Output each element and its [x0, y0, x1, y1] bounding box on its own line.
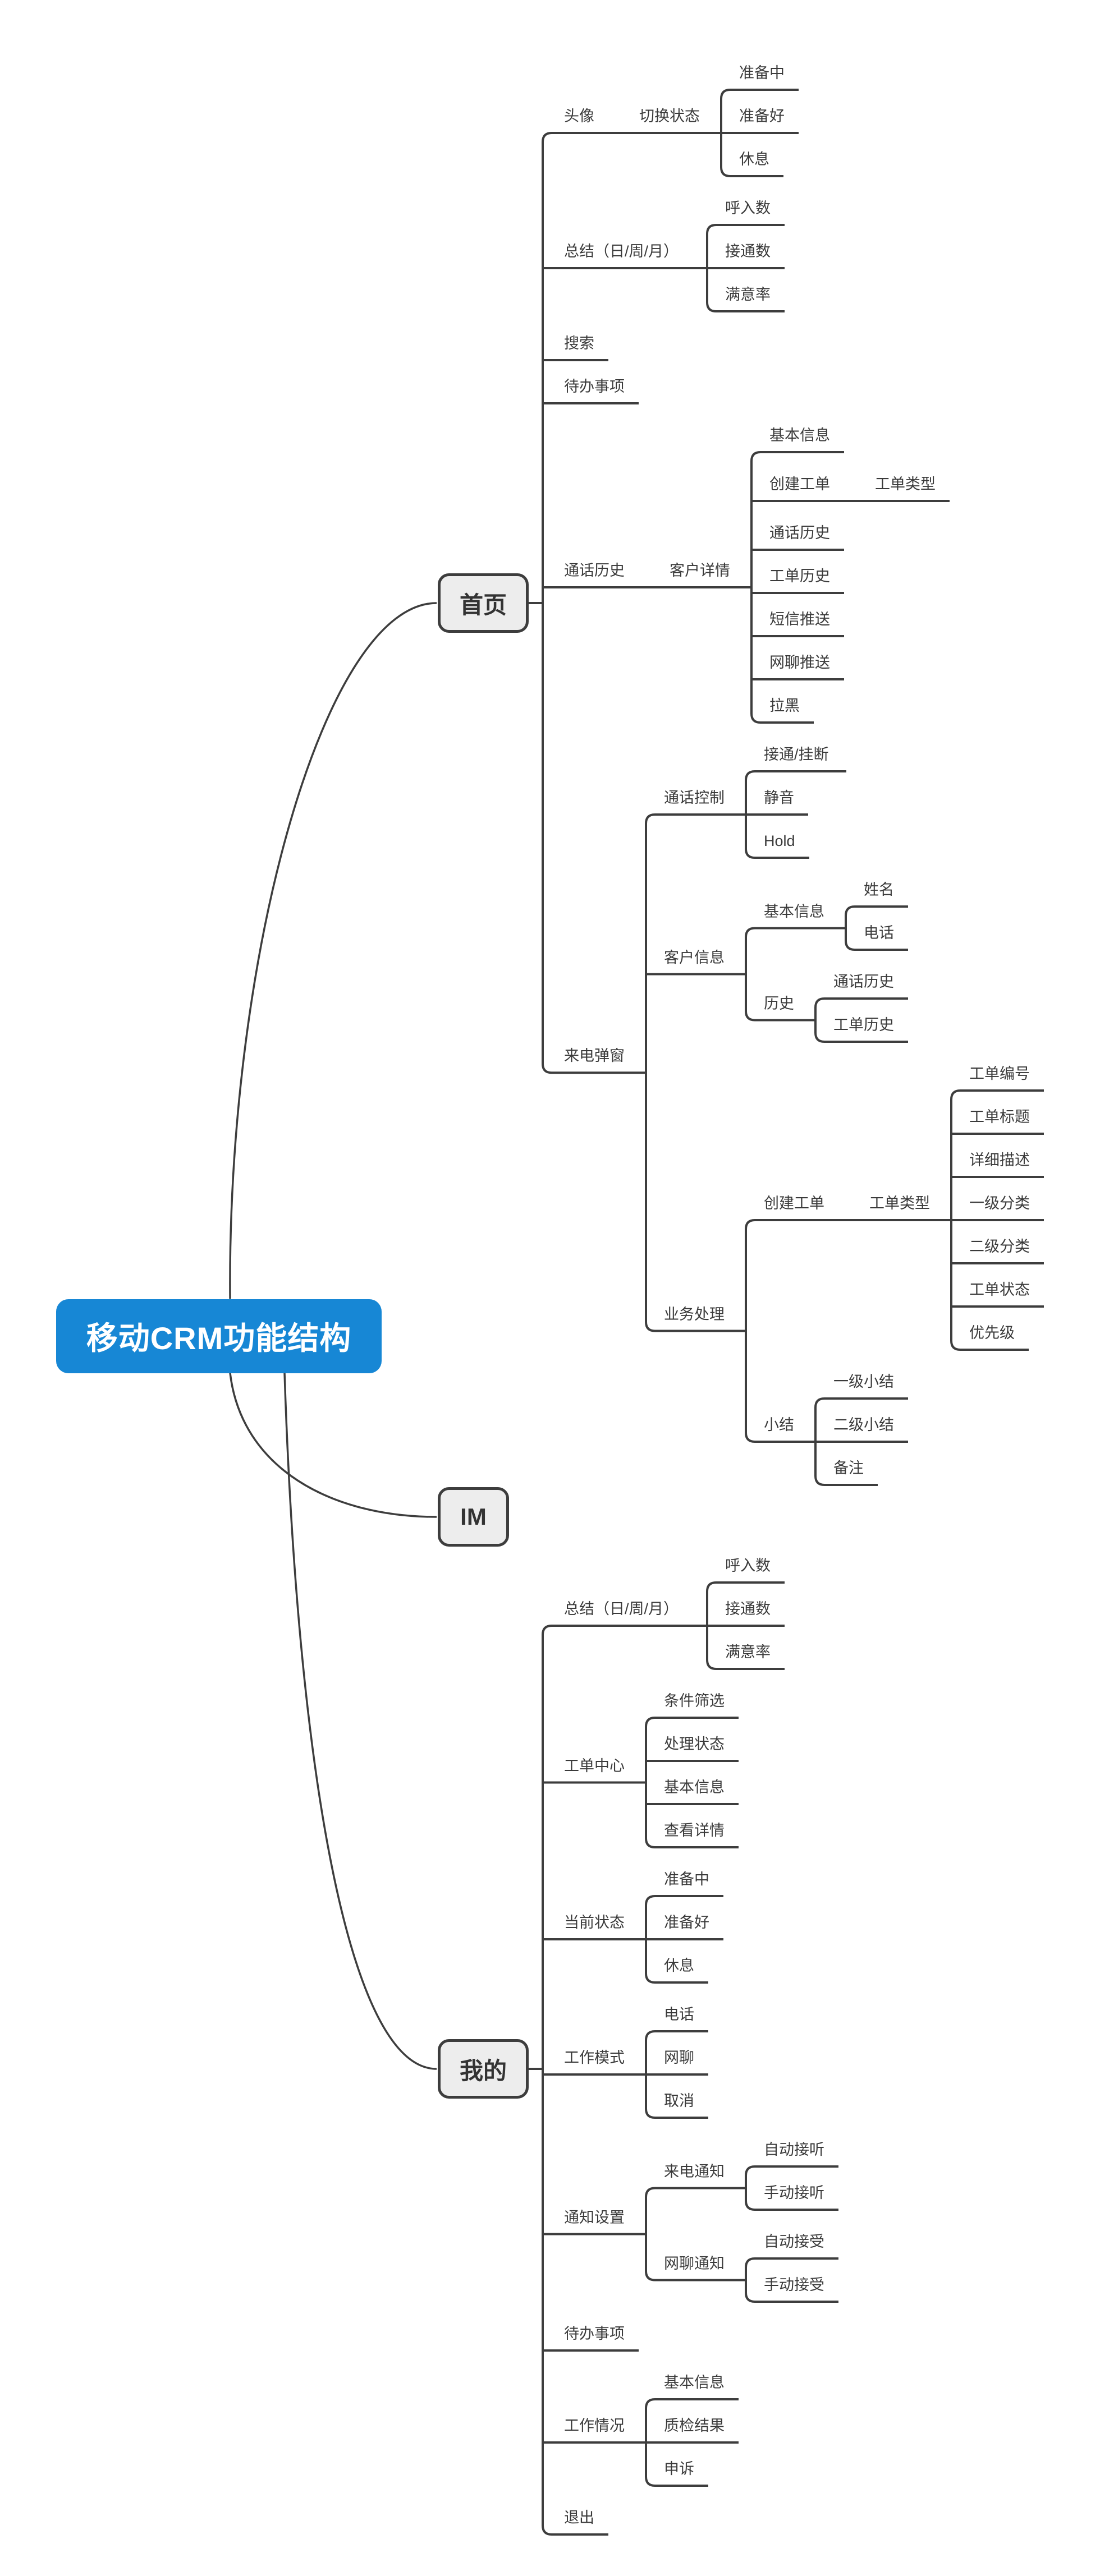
node-cd-basic-info[interactable]: 基本信息 — [769, 427, 830, 444]
node-ci-phone[interactable]: 电话 — [864, 924, 894, 941]
node-call-notification[interactable]: 来电通知 — [664, 2163, 725, 2180]
node-wr-basic-info[interactable]: 基本信息 — [664, 2374, 725, 2391]
node-wrapup-remark[interactable]: 备注 — [833, 1460, 864, 1476]
node-mute[interactable]: 静音 — [764, 789, 794, 806]
node-answer-hangup[interactable]: 接通/挂断 — [764, 746, 829, 763]
node-auto-accept[interactable]: 自动接受 — [764, 2233, 824, 2250]
node-wm-chat[interactable]: 网聊 — [664, 2049, 694, 2066]
node-customer-info[interactable]: 客户信息 — [664, 949, 725, 966]
node-work-report[interactable]: 工作情况 — [564, 2417, 625, 2434]
node-cd-blacklist[interactable]: 拉黑 — [769, 697, 800, 714]
node-ci-name[interactable]: 姓名 — [864, 881, 894, 898]
node-work-mode[interactable]: 工作模式 — [564, 2049, 625, 2066]
node-wr-qc-result[interactable]: 质检结果 — [664, 2417, 725, 2434]
node-ci-call-history[interactable]: 通话历史 — [833, 973, 894, 990]
node-wrapup[interactable]: 小结 — [764, 1416, 794, 1433]
node-cd-call-history[interactable]: 通话历史 — [769, 525, 830, 541]
node-ci-history[interactable]: 历史 — [764, 995, 794, 1012]
node-call-control[interactable]: 通话控制 — [664, 789, 725, 806]
node-call-history[interactable]: 通话历史 — [564, 562, 625, 579]
node-avatar[interactable]: 头像 — [564, 108, 594, 125]
node-status-preparing[interactable]: 准备中 — [739, 65, 785, 81]
node-bh-create-ticket[interactable]: 创建工单 — [764, 1195, 824, 1212]
node-search[interactable]: 搜索 — [564, 335, 594, 352]
node-tc-basic-info[interactable]: 基本信息 — [664, 1779, 725, 1796]
node-category-2[interactable]: 二级分类 — [969, 1238, 1030, 1255]
node-hold[interactable]: Hold — [764, 832, 795, 849]
node-cs-ready[interactable]: 准备好 — [664, 1914, 709, 1931]
node-tc-view-detail[interactable]: 查看详情 — [664, 1822, 725, 1839]
node-ci-basic-info[interactable]: 基本信息 — [764, 903, 824, 920]
node-cs-rest[interactable]: 休息 — [664, 1957, 694, 1974]
node-tc-filter[interactable]: 条件筛选 — [664, 1692, 725, 1709]
topic-mine[interactable]: 我的 — [438, 2039, 529, 2099]
node-wrapup-1[interactable]: 一级小结 — [833, 1373, 894, 1390]
node-incoming-call-popup[interactable]: 来电弹窗 — [564, 1047, 625, 1065]
node-ticket-title[interactable]: 工单标题 — [969, 1108, 1030, 1125]
node-todo-home[interactable]: 待办事项 — [564, 378, 625, 395]
node-cs-preparing[interactable]: 准备中 — [664, 1871, 709, 1888]
node-tc-handle-status[interactable]: 处理状态 — [664, 1736, 725, 1752]
node-wr-appeal[interactable]: 申诉 — [664, 2460, 694, 2477]
node-ticket-center[interactable]: 工单中心 — [564, 1757, 625, 1774]
node-ticket-no[interactable]: 工单编号 — [969, 1065, 1030, 1082]
node-ticket-status[interactable]: 工单状态 — [969, 1281, 1030, 1298]
node-ci-ticket-history[interactable]: 工单历史 — [833, 1016, 894, 1033]
node-inbound-count-home[interactable]: 呼入数 — [725, 200, 771, 217]
node-bh-ticket-type[interactable]: 工单类型 — [869, 1195, 930, 1212]
node-manual-accept[interactable]: 手动接受 — [764, 2276, 824, 2293]
node-category-1[interactable]: 一级分类 — [969, 1195, 1030, 1212]
node-status-rest[interactable]: 休息 — [739, 151, 769, 168]
node-current-status[interactable]: 当前状态 — [564, 1914, 625, 1931]
node-chat-notification[interactable]: 网聊通知 — [664, 2255, 725, 2272]
node-status-ready[interactable]: 准备好 — [739, 108, 785, 125]
node-switch-status[interactable]: 切换状态 — [639, 108, 700, 125]
topic-home[interactable]: 首页 — [438, 573, 529, 633]
node-satisfaction-home[interactable]: 满意率 — [725, 286, 771, 303]
node-auto-answer[interactable]: 自动接听 — [764, 2141, 824, 2158]
node-ticket-desc[interactable]: 详细描述 — [969, 1152, 1030, 1169]
node-manual-answer[interactable]: 手动接听 — [764, 2184, 824, 2201]
node-wm-phone[interactable]: 电话 — [664, 2006, 694, 2023]
node-cd-ticket-type[interactable]: 工单类型 — [875, 476, 936, 493]
node-summary-mine[interactable]: 总结（日/周/月） — [564, 1600, 679, 1617]
node-ticket-priority[interactable]: 优先级 — [969, 1324, 1015, 1341]
node-connected-count-mine[interactable]: 接通数 — [725, 1600, 771, 1617]
node-wm-cancel[interactable]: 取消 — [664, 2092, 694, 2109]
node-todo-mine[interactable]: 待办事项 — [564, 2325, 625, 2342]
node-inbound-count-mine[interactable]: 呼入数 — [725, 1557, 771, 1574]
topic-im[interactable]: IM — [438, 1487, 509, 1547]
node-cd-chat-push[interactable]: 网聊推送 — [769, 654, 830, 671]
node-notification-settings[interactable]: 通知设置 — [564, 2209, 625, 2226]
node-cd-sms-push[interactable]: 短信推送 — [769, 611, 830, 628]
node-summary-home[interactable]: 总结（日/周/月） — [564, 243, 679, 260]
node-business-handling[interactable]: 业务处理 — [664, 1305, 725, 1323]
node-satisfaction-mine[interactable]: 满意率 — [725, 1644, 771, 1660]
node-cd-create-ticket[interactable]: 创建工单 — [769, 476, 830, 493]
node-customer-detail[interactable]: 客户详情 — [670, 562, 730, 579]
node-wrapup-2[interactable]: 二级小结 — [833, 1416, 894, 1433]
node-connected-count-home[interactable]: 接通数 — [725, 243, 771, 260]
root-node[interactable]: 移动CRM功能结构 — [56, 1299, 382, 1373]
node-cd-ticket-history[interactable]: 工单历史 — [769, 568, 830, 585]
node-logout[interactable]: 退出 — [564, 2509, 594, 2526]
